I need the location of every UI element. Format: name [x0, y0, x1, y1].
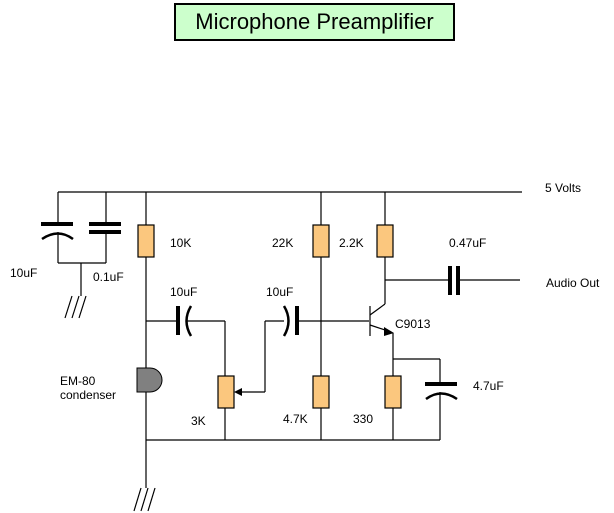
resistor-330 — [384, 375, 402, 409]
label-c-output: 0.47uF — [449, 236, 486, 250]
label-r-base-lower: 4.7K — [283, 412, 308, 426]
resistor-22k — [312, 224, 330, 258]
diagram-title: Microphone Preamplifier — [174, 3, 455, 41]
wiper-arrow-icon — [234, 388, 242, 396]
capacitor-output — [448, 266, 460, 295]
label-c-mic-coupling: 10uF — [170, 285, 197, 299]
label-r-mic-bias: 10K — [170, 236, 191, 250]
label-c-base-coupling: 10uF — [266, 285, 293, 299]
label-c-supply-ceramic: 0.1uF — [93, 270, 124, 284]
label-mic-model: EM-80 — [60, 374, 96, 388]
potentiometer-3k — [217, 375, 235, 409]
resistor-4-7k — [312, 375, 330, 409]
label-r-emitter: 330 — [353, 412, 373, 426]
ground-icon — [64, 295, 87, 319]
label-mic-type: condenser — [60, 388, 116, 402]
label-output: Audio Out — [546, 276, 600, 290]
label-supply: 5 Volts — [545, 181, 581, 195]
label-pot: 3K — [191, 414, 206, 428]
ground-icon — [133, 487, 156, 512]
supply-capacitor-ceramic — [89, 192, 121, 263]
label-r-collector: 2.2K — [339, 236, 364, 250]
resistor-10k — [137, 224, 155, 258]
microphone-icon — [136, 367, 163, 393]
label-c-supply-electrolytic: 10uF — [10, 266, 37, 280]
label-transistor: C9013 — [395, 317, 431, 331]
label-r-base-upper: 22K — [272, 236, 293, 250]
resistor-2-2k — [376, 224, 394, 258]
capacitor-emitter-bypass — [425, 359, 458, 440]
transistor-npn-icon — [369, 303, 394, 336]
capacitor-base-coupling — [282, 305, 299, 337]
supply-capacitor-electrolytic — [41, 192, 74, 263]
label-c-emitter-bypass: 4.7uF — [473, 379, 504, 393]
